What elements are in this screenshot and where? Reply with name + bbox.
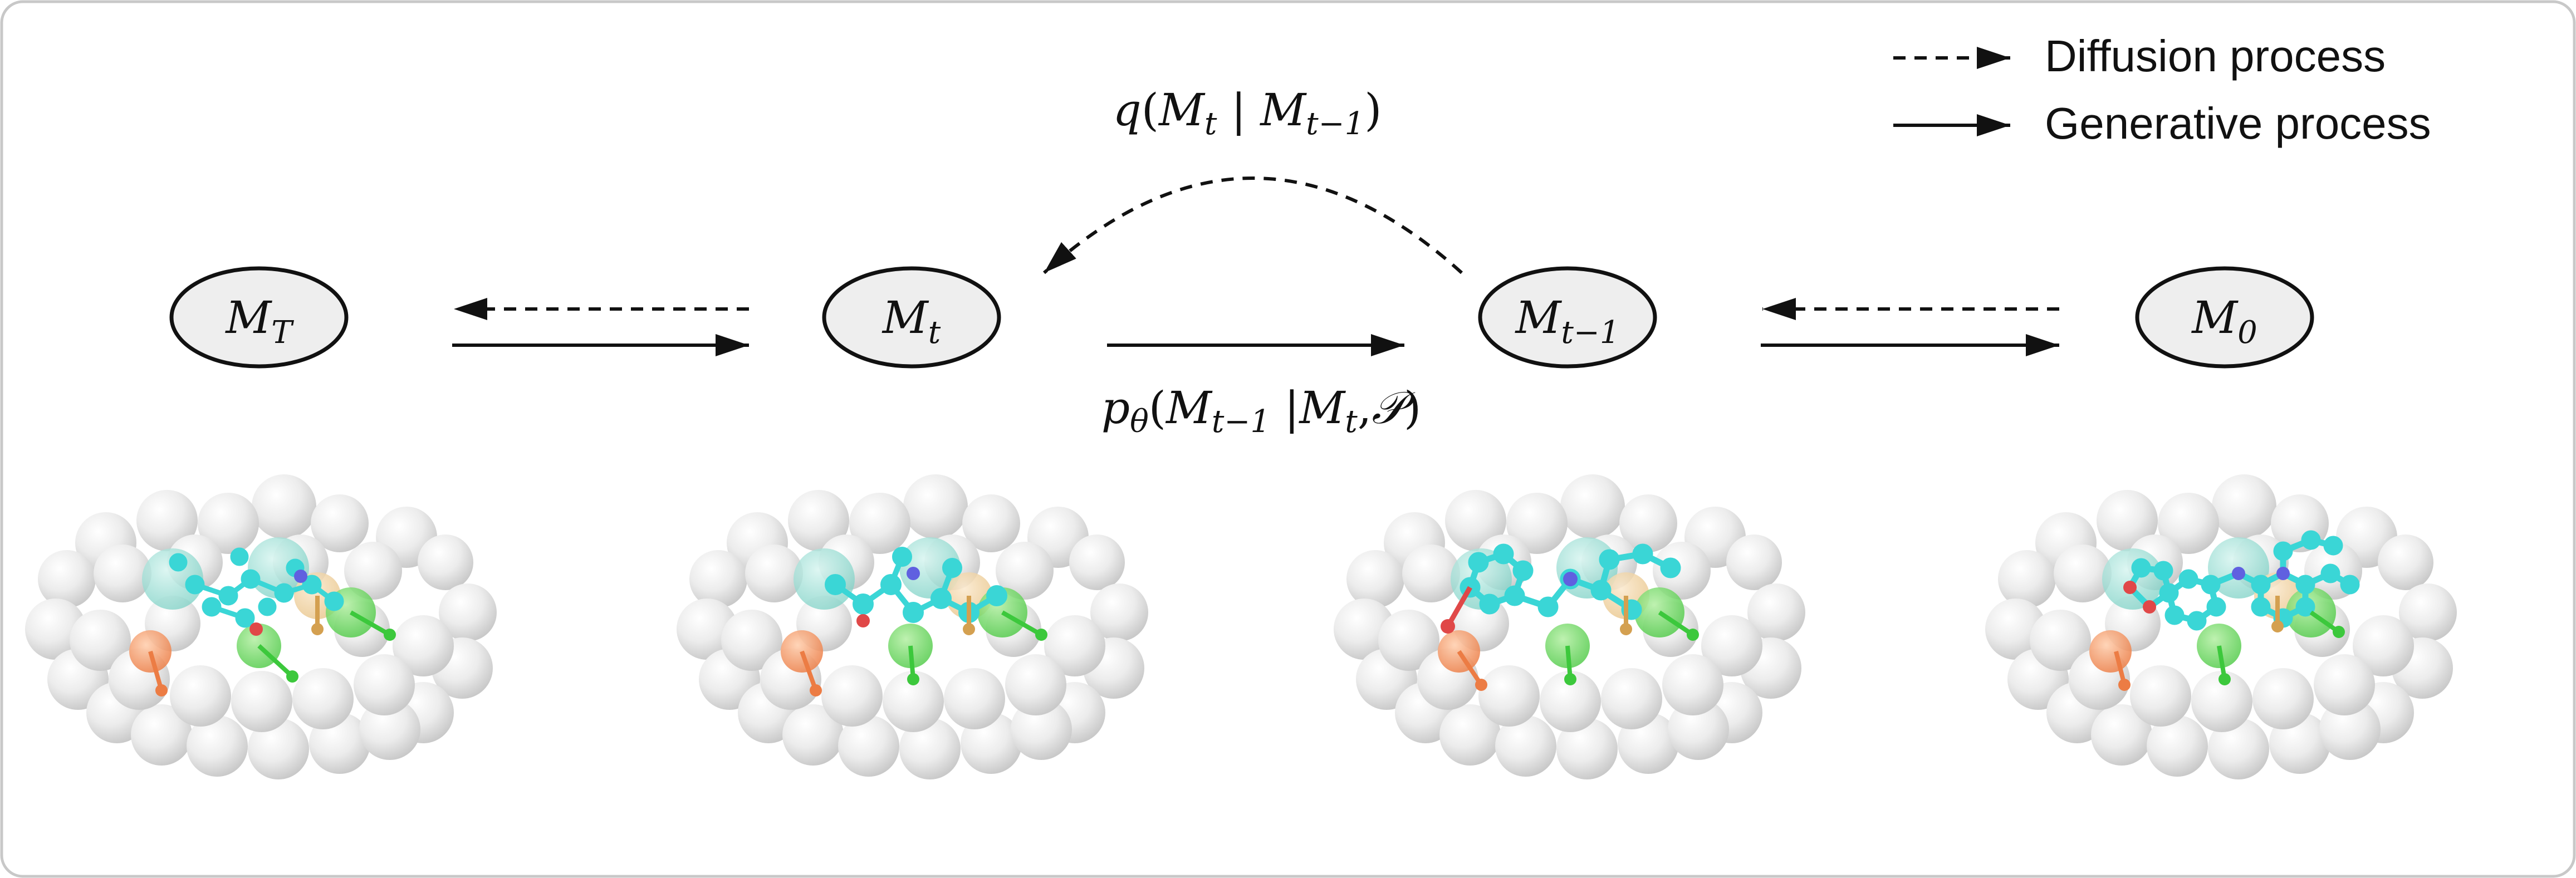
ligand-final <box>2126 530 2360 631</box>
molecule-in-pocket-icon-Mt <box>677 474 1148 779</box>
node-M0-base: M <box>2191 292 2239 344</box>
molecule-in-pocket-icon-Mt1 <box>1334 474 1805 779</box>
reverse-equation: pθ(Mt−1 |Mt,𝒫) <box>1101 382 1421 440</box>
svg-text:MT: MT <box>224 292 294 351</box>
svg-text:Mt−1: Mt−1 <box>1515 292 1620 351</box>
legend-generative-label: Generative process <box>2045 99 2431 148</box>
legend: Diffusion process Generative process <box>1893 31 2431 148</box>
node-M0-sub: 0 <box>2237 315 2257 351</box>
process-arrows <box>452 176 2059 356</box>
node-Mt1: Mt−1 <box>1478 266 1657 369</box>
node-Mt: Mt <box>822 266 1001 369</box>
molecule-in-pocket-icon-MT <box>25 474 497 779</box>
ligand-noisy <box>169 547 344 628</box>
legend-diffusion-label: Diffusion process <box>2045 31 2386 81</box>
node-Mt1-base: M <box>1515 292 1563 344</box>
molecule-in-pocket-icon-M0 <box>1985 474 2457 779</box>
forward-equation: q(Mt | Mt−1) <box>1113 84 1382 142</box>
node-Mt1-sub: t−1 <box>1561 315 1619 351</box>
node-M0: M0 <box>2135 266 2314 369</box>
node-Mt-base: M <box>881 292 929 344</box>
node-MT-base: M <box>224 292 272 344</box>
svg-text:M0: M0 <box>2191 292 2257 351</box>
node-MT: MT <box>169 266 349 369</box>
node-MT-sub: T <box>271 315 294 351</box>
svg-text:Mt: Mt <box>881 292 941 351</box>
diffusion-arrow-Mt1-Mt-curve <box>1042 176 1463 274</box>
node-Mt-sub: t <box>928 315 941 351</box>
